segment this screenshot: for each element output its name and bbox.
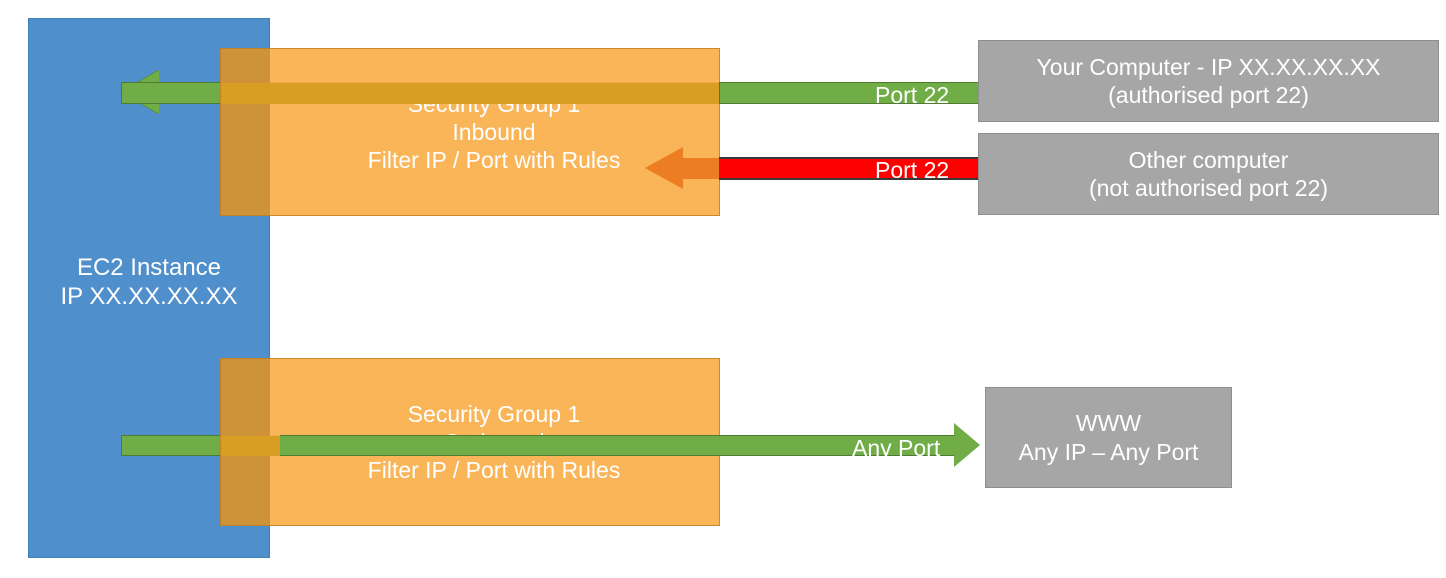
security-group-outbound-text: Security Group 1 Outbound Filter IP / Po…	[320, 400, 621, 484]
allowed-outbound-arrowhead-icon	[954, 423, 980, 467]
allowed-inbound-port-label: Port 22	[875, 82, 950, 108]
blocked-inbound-red-shaft	[719, 157, 981, 180]
blocked-inbound-orange-shaft	[683, 158, 723, 179]
endpoint-your-computer-line2: (authorised port 22)	[1108, 82, 1309, 108]
security-group-inbound-direction: Inbound	[452, 118, 536, 145]
allowed-outbound-port-label: Any Port	[852, 435, 941, 461]
ec2-instance-name: EC2 Instance	[76, 254, 222, 281]
ec2-instance-ip: IP XX.XX.XX.XX	[60, 283, 238, 311]
security-group-inbound-rule: Filter IP / Port with Rules	[367, 147, 621, 174]
endpoint-your-computer-box: Your Computer - IP XX.XX.XX.XX (authoris…	[978, 40, 1439, 122]
security-group-outbound-name: Security Group 1	[407, 400, 581, 427]
allowed-outbound-shaft-through-overlap	[221, 436, 270, 456]
endpoint-www-box: WWW Any IP – Any Port	[985, 387, 1232, 488]
allowed-inbound-shaft-through-sg	[221, 83, 719, 104]
ec2-instance-label: EC2 Instance IP XX.XX.XX.XX	[61, 253, 238, 312]
endpoint-other-computer-line1: Other computer	[1128, 146, 1289, 173]
security-group-outbound-rule: Filter IP / Port with Rules	[367, 457, 621, 484]
endpoint-www-line1: WWW	[1075, 410, 1142, 437]
blocked-inbound-port-label: Port 22	[875, 157, 950, 183]
allowed-inbound-shaft-through-overlap	[221, 83, 270, 104]
endpoint-other-computer-line2: (not authorised port 22)	[1088, 175, 1329, 201]
allowed-outbound-shaft-right	[280, 435, 956, 456]
endpoint-your-computer-line1: Your Computer - IP XX.XX.XX.XX	[1036, 53, 1381, 80]
endpoint-www-line2: Any IP – Any Port	[1018, 438, 1199, 465]
security-group-inbound-panel: Security Group 1 Inbound Filter IP / Por…	[220, 48, 720, 216]
sg-ec2-overlap-inbound	[221, 49, 270, 215]
endpoint-other-computer-box: Other computer (not authorised port 22)	[978, 133, 1439, 215]
blocked-inbound-arrowhead-icon	[645, 147, 683, 189]
